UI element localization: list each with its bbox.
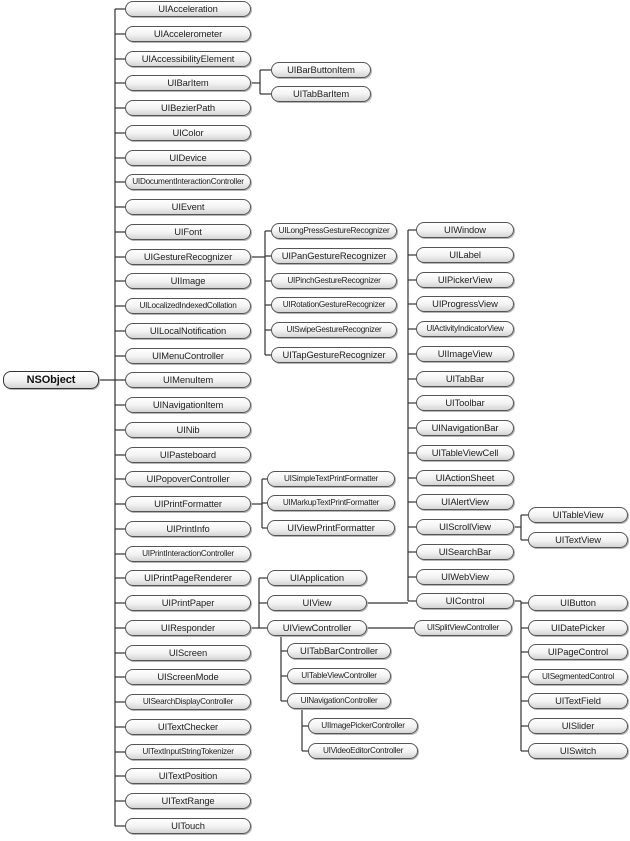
class-node-ui-tab-bar-item: UITabBarItem [271, 86, 371, 102]
class-node-ui-tap-gesture-recognizer: UITapGestureRecognizer [271, 347, 397, 363]
class-node-ui-video-editor-controller: UIVideoEditorController [308, 743, 418, 759]
class-node-ui-image-view: UIImageView [416, 346, 514, 362]
class-node-ui-screen: UIScreen [125, 645, 251, 661]
class-node-ui-long-press-gesture-recognizer: UILongPressGestureRecognizer [271, 223, 397, 239]
class-node-ui-font: UIFont [125, 224, 251, 240]
class-node-ui-alert-view: UIAlertView [416, 494, 514, 510]
class-node-ns-object: NSObject [3, 371, 99, 389]
class-node-ui-localized-indexed-collation: UILocalizedIndexedCollation [125, 298, 251, 314]
class-node-ui-tab-bar-controller: UITabBarController [287, 643, 391, 659]
class-node-ui-bar-button-item: UIBarButtonItem [271, 62, 371, 78]
class-node-ui-gesture-recognizer: UIGestureRecognizer [125, 249, 251, 265]
class-node-ui-picker-view: UIPickerView [416, 272, 514, 288]
class-node-ui-action-sheet: UIActionSheet [416, 470, 514, 486]
class-node-ui-local-notification: UILocalNotification [125, 323, 251, 339]
class-node-ui-color: UIColor [125, 125, 251, 141]
class-node-ui-text-position: UITextPosition [125, 768, 251, 784]
class-node-ui-screen-mode: UIScreenMode [125, 669, 251, 685]
class-node-ui-print-info: UIPrintInfo [125, 521, 251, 537]
class-node-ui-document-interaction-controller: UIDocumentInteractionController [125, 174, 251, 190]
class-node-ui-button: UIButton [528, 595, 628, 611]
class-node-ui-control: UIControl [416, 593, 514, 609]
class-node-ui-simple-text-print-formatter: UISimpleTextPrintFormatter [267, 471, 395, 487]
class-node-ui-event: UIEvent [125, 199, 251, 215]
class-node-ui-pan-gesture-recognizer: UIPanGestureRecognizer [271, 248, 397, 264]
class-node-ui-swipe-gesture-recognizer: UISwipeGestureRecognizer [271, 322, 397, 338]
class-node-ui-print-paper: UIPrintPaper [125, 595, 251, 611]
class-node-ui-menu-controller: UIMenuController [125, 348, 251, 364]
class-node-ui-image: UIImage [125, 273, 251, 289]
class-node-ui-switch: UISwitch [528, 743, 628, 759]
class-node-ui-navigation-item: UINavigationItem [125, 397, 251, 413]
class-node-ui-text-input-string-tokenizer: UITextInputStringTokenizer [125, 744, 251, 760]
class-node-ui-menu-item: UIMenuItem [125, 372, 251, 388]
class-node-ui-view: UIView [267, 595, 367, 611]
class-node-ui-pasteboard: UIPasteboard [125, 447, 251, 463]
class-node-ui-label: UILabel [416, 247, 514, 263]
class-node-ui-pinch-gesture-recognizer: UIPinchGestureRecognizer [271, 273, 397, 289]
class-node-ui-table-view: UITableView [528, 507, 628, 523]
class-node-ui-popover-controller: UIPopoverController [125, 471, 251, 487]
class-node-ui-touch: UITouch [125, 818, 251, 834]
class-node-ui-text-range: UITextRange [125, 793, 251, 809]
class-node-ui-print-page-renderer: UIPrintPageRenderer [125, 570, 251, 586]
class-node-ui-bezier-path: UIBezierPath [125, 100, 251, 116]
class-node-ui-print-interaction-controller: UIPrintInteractionController [125, 546, 251, 562]
class-node-ui-navigation-controller: UINavigationController [287, 693, 391, 709]
class-node-ui-web-view: UIWebView [416, 569, 514, 585]
class-node-ui-device: UIDevice [125, 150, 251, 166]
class-node-ui-bar-item: UIBarItem [125, 75, 251, 91]
class-node-ui-accelerometer: UIAccelerometer [125, 26, 251, 42]
class-node-ui-acceleration: UIAcceleration [125, 1, 251, 17]
class-node-ui-table-view-controller: UITableViewController [287, 668, 391, 684]
class-node-ui-search-display-controller: UISearchDisplayController [125, 694, 251, 710]
class-node-ui-tab-bar: UITabBar [416, 371, 514, 387]
class-node-ui-nib: UINib [125, 422, 251, 438]
class-node-ui-search-bar: UISearchBar [416, 544, 514, 560]
class-node-ui-page-control: UIPageControl [528, 644, 628, 660]
class-node-ui-rotation-gesture-recognizer: UIRotationGestureRecognizer [271, 297, 397, 313]
class-node-ui-toolbar: UIToolbar [416, 395, 514, 411]
class-node-ui-text-view: UITextView [528, 532, 628, 548]
class-node-ui-responder: UIResponder [125, 620, 251, 636]
class-node-ui-print-formatter: UIPrintFormatter [125, 496, 251, 512]
class-node-ui-image-picker-controller: UIImagePickerController [308, 718, 418, 734]
class-node-ui-split-view-controller: UISplitViewController [414, 620, 512, 636]
class-node-ui-table-view-cell: UITableViewCell [416, 445, 514, 461]
class-node-ui-text-field: UITextField [528, 693, 628, 709]
class-node-ui-scroll-view: UIScrollView [416, 519, 514, 535]
class-node-ui-slider: UISlider [528, 718, 628, 734]
class-node-ui-markup-text-print-formatter: UIMarkupTextPrintFormatter [267, 495, 395, 511]
class-node-ui-window: UIWindow [416, 222, 514, 238]
class-node-ui-date-picker: UIDatePicker [528, 620, 628, 636]
class-node-ui-view-print-formatter: UIViewPrintFormatter [267, 520, 395, 536]
class-node-ui-progress-view: UIProgressView [416, 296, 514, 312]
class-node-ui-text-checker: UITextChecker [125, 719, 251, 735]
class-node-ui-activity-indicator-view: UIActivityIndicatorView [416, 321, 514, 337]
class-node-ui-segmented-control: UISegmentedControl [528, 669, 628, 685]
class-node-ui-accessibility-element: UIAccessibilityElement [125, 51, 251, 67]
class-node-ui-view-controller: UIViewController [267, 620, 367, 636]
class-node-ui-navigation-bar: UINavigationBar [416, 420, 514, 436]
class-node-ui-application: UIApplication [267, 570, 367, 586]
